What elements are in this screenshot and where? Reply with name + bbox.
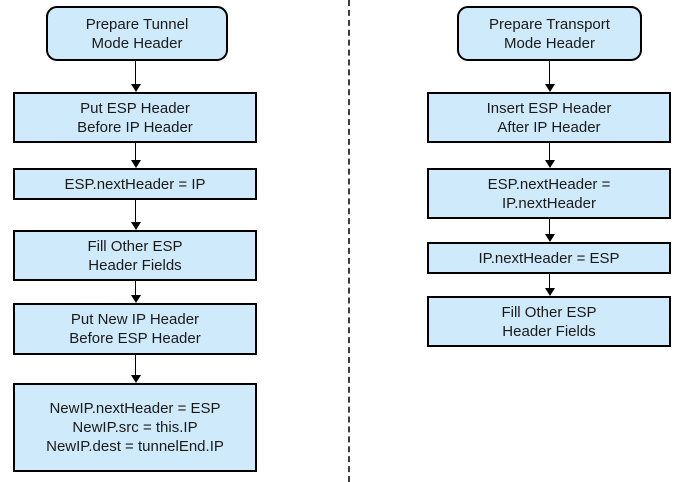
node-tunnel-step-1[interactable]: Put ESP Header Before IP Header [13,92,257,143]
arrowhead-transport-2 [545,160,555,168]
connector-transport-step1-to-step2 [549,143,550,160]
node-tunnel-step-4[interactable]: Put New IP Header Before ESP Header [13,303,257,355]
connector-tunnel-step2-to-step3 [135,200,136,222]
connector-tunnel-step1-to-step2 [135,143,136,160]
arrowhead-tunnel-4 [131,295,141,303]
node-transport-start[interactable]: Prepare Transport Mode Header [457,6,642,61]
vertical-dashed-separator [348,0,350,482]
arrowhead-transport-1 [545,84,555,92]
node-tunnel-step-5[interactable]: NewIP.nextHeader = ESP NewIP.src = this.… [13,383,257,472]
node-transport-step-3[interactable]: IP.nextHeader = ESP [427,242,671,274]
arrowhead-tunnel-2 [131,160,141,168]
connector-transport-start-to-step1 [549,61,550,84]
node-tunnel-step-2[interactable]: ESP.nextHeader = IP [13,168,257,200]
node-tunnel-step-3[interactable]: Fill Other ESP Header Fields [13,230,257,281]
arrowhead-tunnel-5 [131,375,141,383]
node-transport-step-4[interactable]: Fill Other ESP Header Fields [427,296,671,347]
arrowhead-transport-3 [545,234,555,242]
connector-transport-step2-to-step3 [549,219,550,234]
node-transport-step-2[interactable]: ESP.nextHeader = IP.nextHeader [427,168,671,219]
arrowhead-tunnel-3 [131,222,141,230]
connector-tunnel-step3-to-step4 [135,281,136,295]
arrowhead-tunnel-1 [131,84,141,92]
connector-tunnel-start-to-step1 [135,61,136,84]
connector-tunnel-step4-to-step5 [135,355,136,375]
node-transport-step-1[interactable]: Insert ESP Header After IP Header [427,92,671,143]
node-tunnel-start[interactable]: Prepare Tunnel Mode Header [46,6,228,61]
arrowhead-transport-4 [545,288,555,296]
connector-transport-step3-to-step4 [549,274,550,288]
